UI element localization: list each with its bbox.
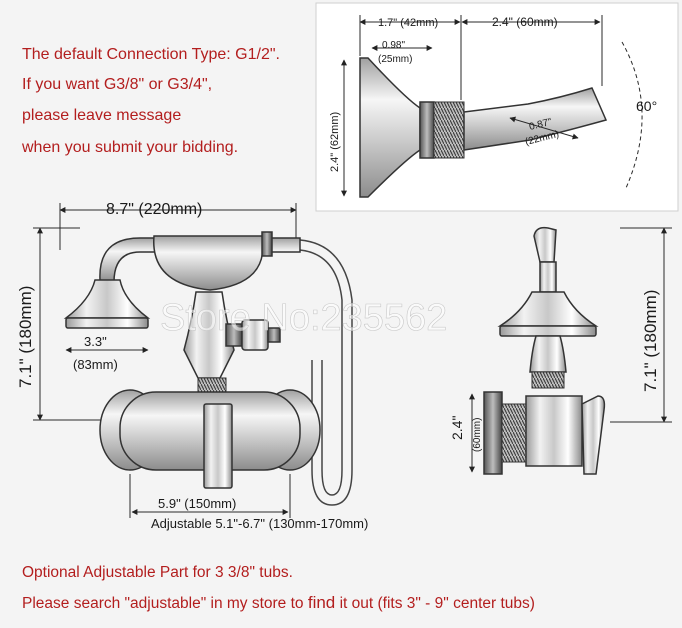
side-wall-plate [483,391,503,475]
height-dim-right: 7.1" (180mm) [641,290,660,392]
height-dim-left: 7.1" (180mm) [16,286,35,388]
handset-cradle [153,235,264,291]
store-watermark: Store No:235562 [160,297,447,339]
note-line-2: If you want G3/8" or G3/4", [22,76,212,93]
side-shower-head [497,291,599,327]
shower-head [63,279,151,319]
width-dim-label: 8.7" (220mm) [106,201,202,218]
holder-inset: 1.7" (42mm) 2.4" (60mm) 0.98" (25mm) 2.4… [315,2,679,212]
inset-dim-small-2: (25mm) [378,54,412,65]
note-line-3: please leave message [22,107,181,124]
side-lever [581,395,606,475]
mixer-lever [203,403,233,489]
adjustable-label: Adjustable 5.1"-6.7" (130mm-170mm) [151,516,368,531]
footer-line-2-c: it out (fits 3" - 9" center tubs) [335,595,535,612]
side-cradle [533,226,557,263]
inset-dim-top-left: 1.7" (42mm) [378,17,438,29]
inset-dim-top-right: 2.4" (60mm) [492,15,558,29]
faucet-side-view: 2.4" (60mm) 7.1" (180mm) [449,226,672,475]
holder-knurled-nut [419,101,435,159]
inset-dim-height: 2.4" (62mm) [329,112,341,172]
side-dim-1: 2.4" [449,416,465,440]
center-dim-label: 5.9" (150mm) [158,496,236,511]
side-body [525,395,583,467]
footer-line-2: Please search "adjustable" in my store t… [22,593,535,612]
note-line-1: The default Connection Type: G1/2". [22,46,280,63]
note-line-4: when you submit your bidding. [21,139,238,156]
side-column [529,335,567,373]
side-dim-2: (60mm) [472,418,483,452]
footer-notes: Optional Adjustable Part for 3 3/8" tubs… [22,564,535,612]
connection-notes: The default Connection Type: G1/2". If y… [21,46,280,156]
shower-hose [299,239,353,506]
head-dim-2: (83mm) [73,357,118,372]
inset-dim-small-1: 0.98" [382,40,405,51]
faucet-front-view: 8.7" (220mm) 7.1" (180mm) 3.3" (83mm) [16,201,368,531]
head-dim-1: 3.3" [84,334,107,349]
inset-angle: 60° [636,98,657,114]
footer-line-2-a: Please search "adjustable" in my store t… [22,595,308,612]
footer-line-2-find: find [308,593,335,612]
footer-line-1: Optional Adjustable Part for 3 3/8" tubs… [22,564,293,581]
